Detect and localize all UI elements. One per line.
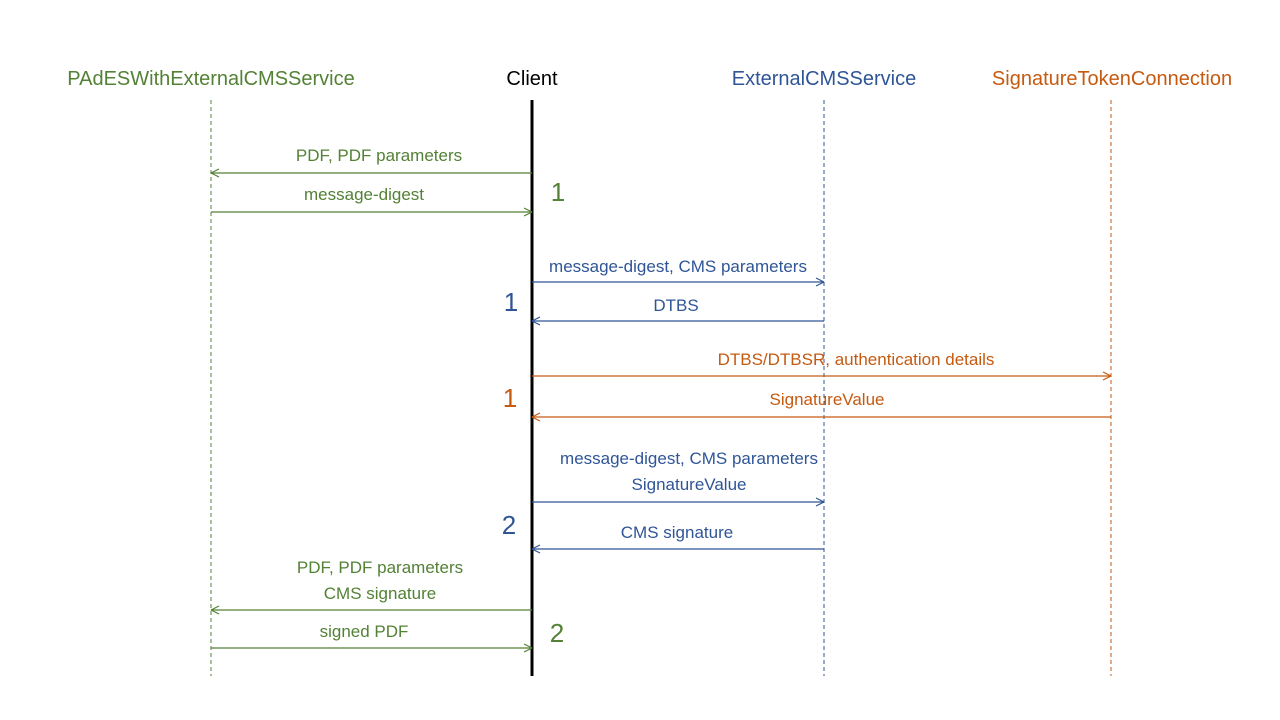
arrow-dtbs <box>531 316 824 326</box>
msg-dtbs-auth: DTBS/DTBSR, authentication details <box>717 350 995 369</box>
msg-pdf-parameters: PDF, PDF parameters <box>295 146 463 165</box>
arrow-cms-signature <box>531 544 824 554</box>
actor-pades: PAdESWithExternalCMSService <box>67 68 355 90</box>
actor-token: SignatureTokenConnection <box>991 68 1233 90</box>
arrow-dtbs-auth <box>532 371 1112 381</box>
arrow-pdf-cms-signature <box>210 605 532 615</box>
msg-signature-value: SignatureValue <box>769 390 885 409</box>
step-number: 1 <box>550 177 566 207</box>
msg-message-digest: message-digest <box>303 185 425 204</box>
msg-cms-signature-2: CMS signature <box>323 584 437 603</box>
step-number: 2 <box>501 510 517 540</box>
msg-pdf-parameters-2: PDF, PDF parameters <box>296 558 464 577</box>
step-number: 1 <box>502 383 518 413</box>
step-number: 1 <box>503 287 519 317</box>
msg-signed-pdf: signed PDF <box>319 622 409 641</box>
msg-digest-cms-params: message-digest, CMS parameters <box>549 257 807 276</box>
arrow-digest-cms-params-2 <box>532 497 825 507</box>
step-number: 2 <box>549 618 565 648</box>
arrow-signature-value <box>531 412 1111 422</box>
arrow-digest-cms-params <box>532 277 825 287</box>
arrow-pdf-parameters <box>210 168 532 178</box>
arrow-message-digest <box>211 207 533 217</box>
arrow-signed-pdf <box>211 643 533 653</box>
msg-digest-cms-params-2: message-digest, CMS parameters <box>560 449 818 468</box>
msg-cms-signature: CMS signature <box>620 523 734 542</box>
actor-client: Client <box>506 68 558 90</box>
msg-dtbs: DTBS <box>653 296 699 315</box>
msg-signature-value-2: SignatureValue <box>631 475 747 494</box>
actor-external-cms: ExternalCMSService <box>731 68 917 90</box>
